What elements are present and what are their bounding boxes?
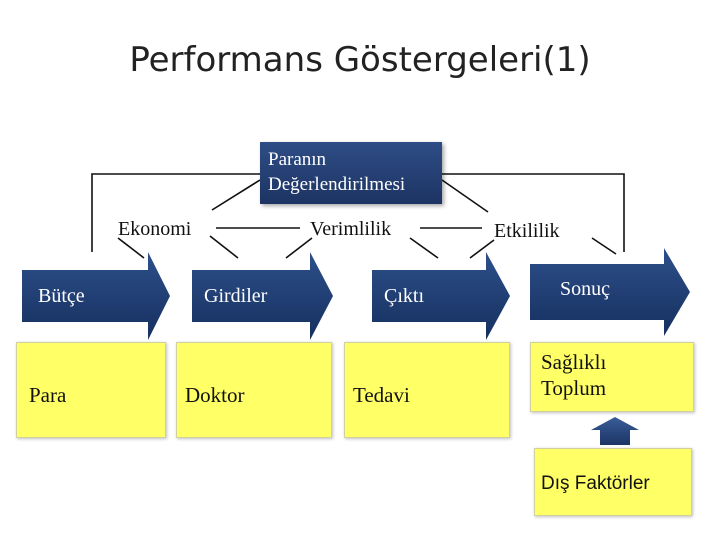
box-para-label: Para [29, 383, 67, 407]
connector-left-frame [91, 173, 260, 252]
arrow-label-girdiler: Girdiler [204, 285, 268, 307]
connector-etkililik-sonuc [591, 237, 617, 255]
arrow-sonuc [530, 248, 690, 336]
arrow-butce [22, 252, 170, 340]
arrow-label-cikti: Çıktı [384, 285, 425, 307]
paranin-degerlendirilmesi-box: Paranın Değerlendirilmesi [260, 142, 442, 204]
connector-verimlilik-cikti [409, 237, 439, 259]
box-saglikli-line2: Toplum [541, 376, 607, 400]
top-box-line2: Değerlendirilmesi [268, 174, 406, 195]
box-doktor: Doktor [176, 342, 332, 438]
connector-ekonomi-girdiler [209, 235, 239, 259]
arrow-label-sonuc: Sonuç [560, 278, 610, 300]
box-para: Para [16, 342, 166, 438]
label-etkililik: Etkililik [494, 220, 560, 242]
box-saglikli-line1: Sağlıklı [541, 350, 607, 374]
connector-topbox-etkililik [441, 179, 489, 213]
arrow-cikti [372, 252, 510, 340]
box-tedavi-label: Tedavi [353, 383, 410, 407]
top-box-line1: Paranın [268, 149, 327, 170]
box-saglikli-toplum: Sağlıklı Toplum [530, 342, 694, 412]
connector-right-frame [442, 173, 625, 252]
up-arrow-icon [591, 417, 639, 445]
connector-verimlilik-girdiler [285, 237, 313, 259]
label-verimlilik: Verimlilik [310, 218, 392, 240]
label-ekonomi: Ekonomi [118, 218, 192, 240]
box-dis-faktorler-label: Dış Faktörler [541, 473, 650, 494]
box-dis-faktorler: Dış Faktörler [534, 448, 692, 516]
box-doktor-label: Doktor [185, 383, 245, 407]
box-tedavi: Tedavi [344, 342, 510, 438]
connector-etkililik-cikti [469, 239, 495, 259]
connector-ekonomi-butce [117, 237, 145, 259]
arrow-girdiler [192, 252, 333, 340]
connector-topbox-ekonomi [211, 179, 261, 211]
page-title: Performans Göstergeleri(1) [129, 40, 591, 80]
arrow-label-butce: Bütçe [38, 285, 85, 307]
